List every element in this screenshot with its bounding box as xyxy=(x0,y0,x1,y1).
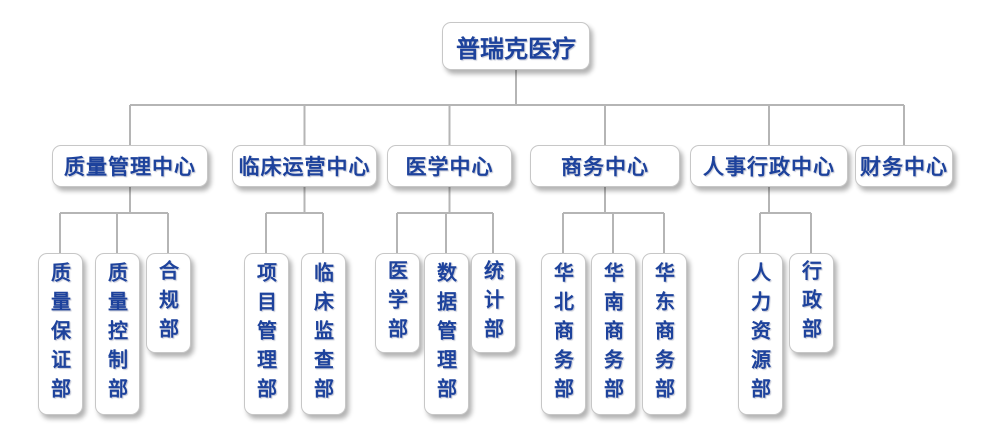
org-node-dept-2-1: 数据管理部 xyxy=(423,253,469,415)
org-node-dept-3-1: 华南商务部 xyxy=(590,253,636,415)
org-node-dept-3-2: 华东商务部 xyxy=(641,253,687,415)
org-node-dept-1-1: 临床监查部 xyxy=(300,253,346,415)
org-node-dept-3-0: 华北商务部 xyxy=(540,253,586,415)
org-node-center-0: 质量管理中心 xyxy=(52,145,208,187)
org-node-root: 普瑞克医疗 xyxy=(442,22,590,70)
org-node-dept-1-0: 项目管理部 xyxy=(243,253,289,415)
org-node-dept-2-2: 统计部 xyxy=(470,253,516,353)
connector-path xyxy=(59,70,905,253)
org-node-center-3: 商务中心 xyxy=(530,145,680,187)
org-node-dept-4-0: 人力资源部 xyxy=(737,253,783,415)
org-node-dept-0-0: 质量保证部 xyxy=(37,253,83,415)
org-node-dept-2-0: 医学部 xyxy=(374,253,420,353)
org-node-dept-4-1: 行政部 xyxy=(788,253,834,353)
org-node-center-1: 临床运营中心 xyxy=(232,145,377,187)
org-node-center-5: 财务中心 xyxy=(855,145,953,187)
org-node-center-2: 医学中心 xyxy=(387,145,512,187)
org-node-center-4: 人事行政中心 xyxy=(690,145,848,187)
org-node-dept-0-2: 合规部 xyxy=(145,253,191,353)
org-node-dept-0-1: 质量控制部 xyxy=(94,253,140,415)
